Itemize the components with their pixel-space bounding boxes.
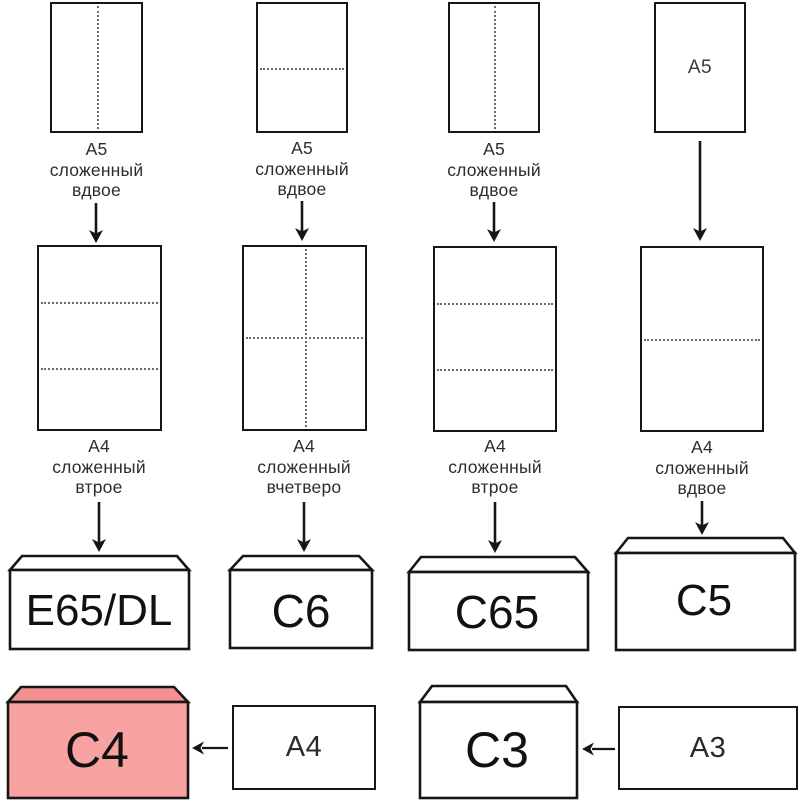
a5-sheet-col1 <box>50 2 143 133</box>
envelope-flap <box>417 684 580 704</box>
arrow-head <box>89 230 103 243</box>
a5-sheet-col4: A5 <box>654 2 746 133</box>
envelope-body <box>8 568 191 651</box>
envelope-c65 <box>406 555 591 652</box>
envelope-flap <box>7 554 192 572</box>
arrow-down-icon <box>297 502 311 552</box>
a4-sheet-col4 <box>640 246 764 432</box>
a4-caption-col4: A4 сложенный вдвое <box>622 437 782 499</box>
a5-sheet-label-wrap: A5 <box>656 4 744 131</box>
caption-line: сложенный <box>448 456 542 477</box>
arrow-head <box>297 539 311 552</box>
arrow-down-icon <box>488 502 502 553</box>
fold-line-horizontal <box>41 368 158 371</box>
envelope-label-c6: C6 <box>271 585 331 637</box>
envelope-label-c5: C5 <box>675 576 733 625</box>
caption-line: A5 <box>291 138 313 158</box>
caption-line: сложенный <box>655 457 749 478</box>
caption-line: A4 <box>293 436 315 456</box>
arrow-down-icon <box>487 202 501 242</box>
caption-line: вдвое <box>469 180 519 200</box>
envelope-e65dl <box>7 554 192 651</box>
caption-line: сложенный <box>255 158 349 179</box>
a4-sheet-bottom: A4 <box>232 705 376 790</box>
arrow-down-icon <box>92 502 106 552</box>
arrow-head <box>92 539 106 552</box>
caption-line: втрое <box>471 477 519 497</box>
arrow-head <box>295 228 309 241</box>
a5-sheet-label: A5 <box>687 56 713 78</box>
fold-line-horizontal <box>246 337 363 340</box>
envelope-c6 <box>227 554 375 650</box>
a4-caption-col1: A4 сложенный втрое <box>19 436 179 498</box>
fold-line-vertical <box>494 6 496 129</box>
envelope-flap <box>613 536 798 555</box>
arrow-head <box>695 522 709 535</box>
arrow-head <box>487 229 501 242</box>
arrow-left-icon <box>192 741 228 755</box>
caption-line: втрое <box>75 477 123 497</box>
caption-line: A4 <box>691 437 713 457</box>
envelope-label-c65: C65 <box>454 586 540 638</box>
envelope-body <box>614 551 797 652</box>
envelope-flap <box>406 555 591 574</box>
envelope-c5 <box>613 536 798 652</box>
envelope-label-c3: C3 <box>465 722 529 778</box>
arrow-head <box>693 228 707 241</box>
a3-sheet-bottom: A3 <box>618 706 798 790</box>
fold-line-horizontal <box>437 369 553 372</box>
arrow-head <box>192 741 204 755</box>
envelope-label-e65dl: E65/DL <box>25 586 173 635</box>
caption-line: A4 <box>88 436 110 456</box>
arrow-head <box>582 742 594 756</box>
caption-line: вчетверо <box>266 477 342 497</box>
envelope-flap <box>5 685 191 704</box>
fold-line-horizontal <box>644 339 760 341</box>
fold-line-vertical <box>96 6 99 129</box>
a5-sheet-col3 <box>448 2 540 133</box>
a4-sheet-col2 <box>242 245 367 431</box>
envelope-body <box>407 570 590 652</box>
caption-line: сложенный <box>257 456 351 477</box>
envelope-c3 <box>417 684 580 800</box>
fold-line-horizontal <box>260 67 344 70</box>
a4-caption-col2: A4 сложенный вчетверо <box>224 436 384 498</box>
arrow-left-icon <box>582 742 615 756</box>
arrow-head <box>488 540 502 553</box>
caption-line: сложенный <box>52 456 146 477</box>
caption-line: вдвое <box>72 180 121 200</box>
fold-line-horizontal <box>437 302 553 305</box>
envelope-body <box>6 700 190 800</box>
fold-line-horizontal <box>41 301 158 304</box>
arrow-down-icon <box>693 141 707 241</box>
envelope-body <box>228 568 374 650</box>
caption-line: сложенный <box>447 159 541 180</box>
arrow-down-icon <box>695 501 709 535</box>
a4-sheet-col1 <box>37 245 162 431</box>
a4-sheet-bottom-label: A4 <box>285 731 323 763</box>
envelope-body <box>418 700 579 800</box>
envelope-label-c4: C4 <box>65 722 129 778</box>
a5-caption-col2: A5 сложенный вдвое <box>222 138 382 200</box>
arrow-down-icon <box>89 203 103 243</box>
a4-sheet-col3 <box>433 246 557 432</box>
a5-caption-col1: A5 сложенный вдвое <box>16 139 177 201</box>
caption-line: вдвое <box>277 179 327 199</box>
caption-line: A5 <box>85 139 108 159</box>
caption-line: A4 <box>484 436 506 456</box>
arrow-down-icon <box>295 201 309 241</box>
caption-line: вдвое <box>677 478 727 498</box>
a5-caption-col3: A5 сложенный вдвое <box>414 139 574 201</box>
envelope-c4 <box>5 685 191 800</box>
caption-line: сложенный <box>49 159 144 180</box>
envelope-flap <box>227 554 375 572</box>
a3-sheet-bottom-label: A3 <box>689 731 727 764</box>
a5-sheet-col2 <box>256 2 348 133</box>
caption-line: A5 <box>483 139 505 159</box>
a4-caption-col3: A4 сложенный втрое <box>415 436 575 498</box>
